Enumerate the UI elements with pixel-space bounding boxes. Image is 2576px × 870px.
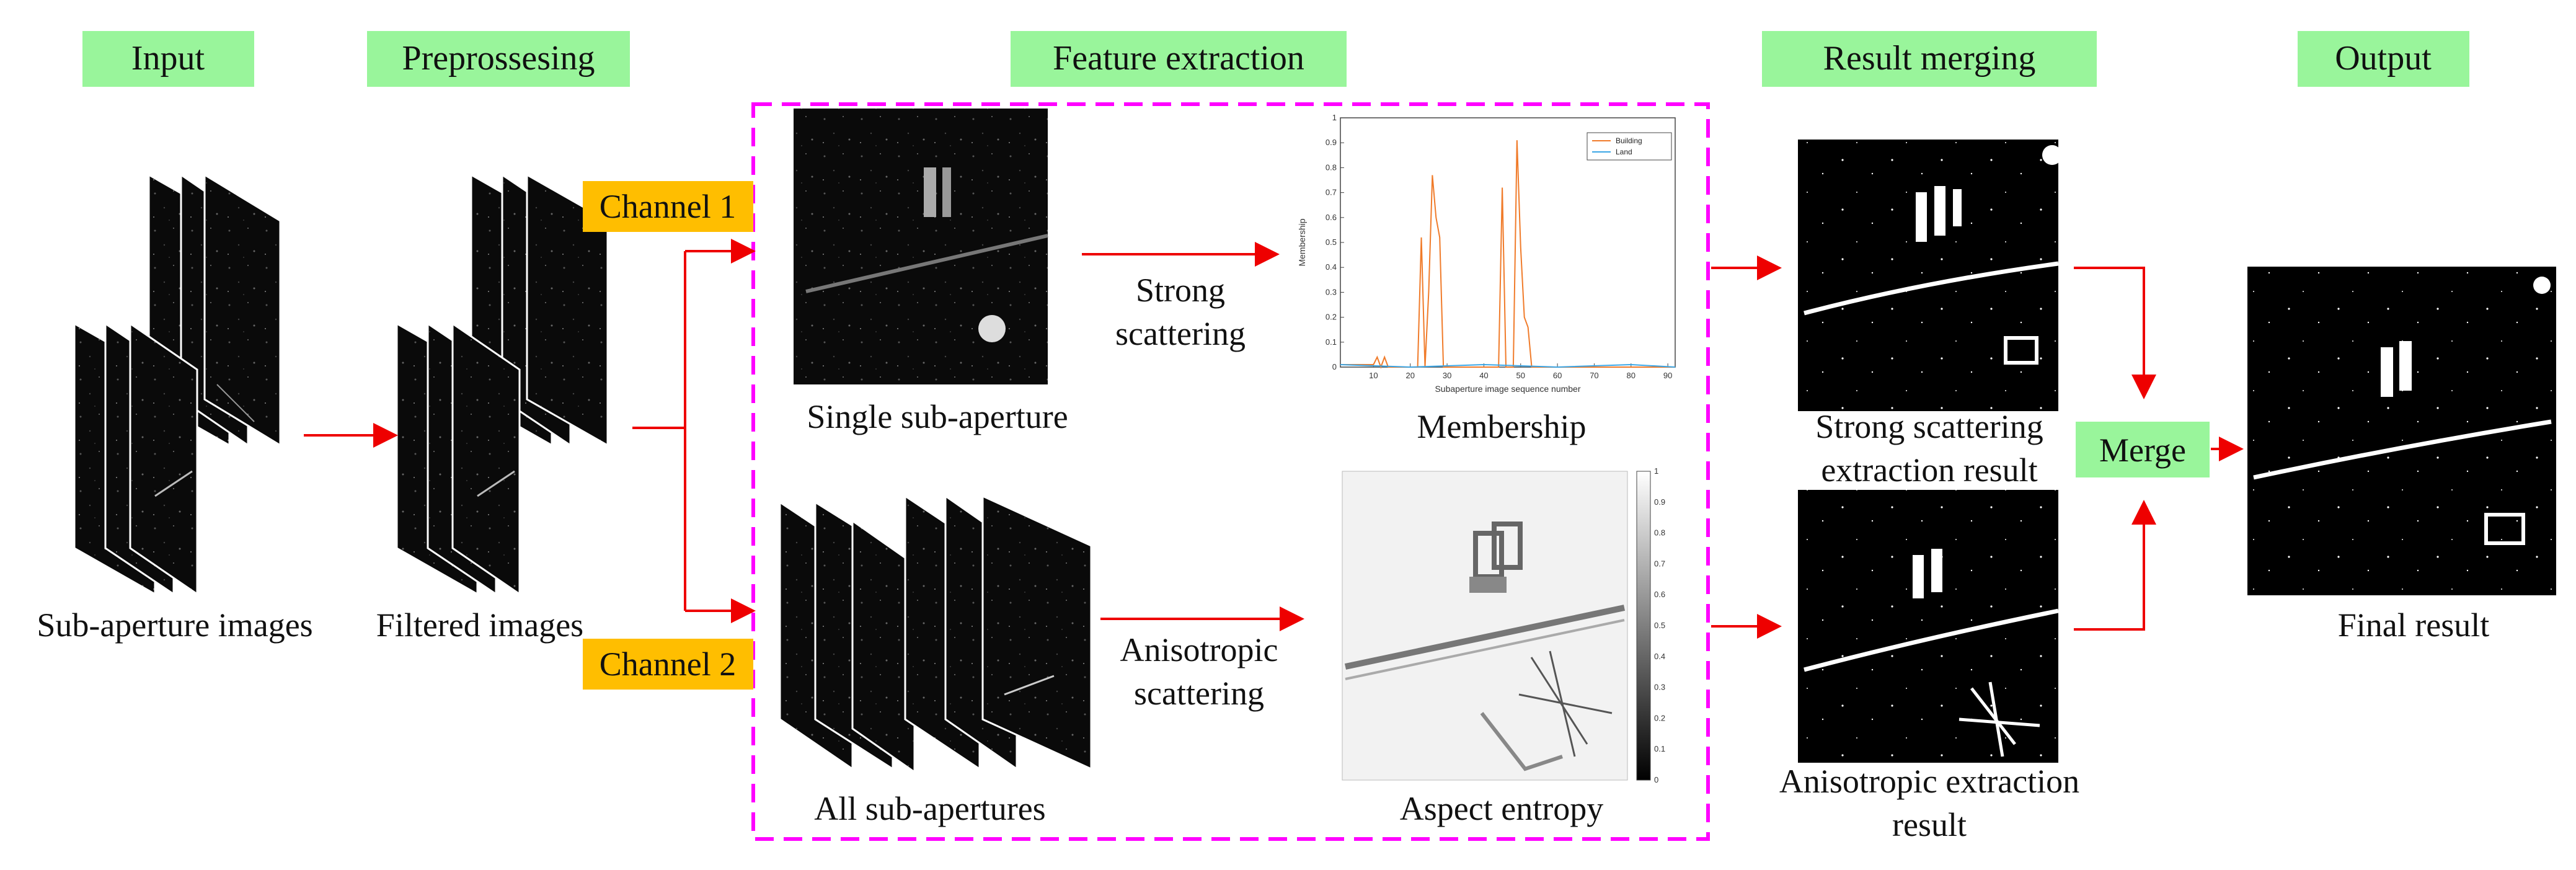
x-tick-label: 30 <box>1443 371 1451 380</box>
channel-tag-bg <box>583 181 753 232</box>
y-tick-label: 0 <box>1332 362 1337 371</box>
stage-header-feature-extraction: Feature extraction <box>1011 31 1347 87</box>
arrow-strong-to-merge <box>2074 267 2156 399</box>
channel-1-label: Channel 1 <box>600 188 736 225</box>
caption-aniso-result-line1: Anisotropic extraction <box>1779 763 2079 800</box>
colorbar-tick-label: 0.4 <box>1654 652 1665 661</box>
chart-x-axis-label: Subaperture image sequence number <box>1435 384 1580 394</box>
single-sub-aperture-image <box>794 109 1048 384</box>
stage-header-input: Input <box>82 31 254 87</box>
chart-legend: Building Land <box>1587 132 1672 161</box>
caption-single-sub-aperture: Single sub-aperture <box>807 398 1068 435</box>
y-tick-label: 0.2 <box>1326 313 1337 322</box>
series-line-land <box>1340 363 1676 368</box>
stage-label-preprocessing: Preprossesing <box>402 39 595 78</box>
y-tick-label: 0.1 <box>1326 337 1337 347</box>
stage-label-input: Input <box>131 39 205 78</box>
stage-header-result-merging: Result merging <box>1762 31 2097 87</box>
stage-header-bg <box>82 31 254 87</box>
stage-header-output: Output <box>2298 31 2469 87</box>
y-tick-label: 0.5 <box>1326 237 1337 247</box>
x-tick-label: 20 <box>1406 371 1415 380</box>
x-tick-label: 40 <box>1479 371 1488 380</box>
colorbar-tick-label: 0.7 <box>1654 559 1665 568</box>
series-line-building <box>1340 140 1675 369</box>
anisotropic-scattering-label-line1: Anisotropic <box>1120 631 1278 668</box>
legend-label-land: Land <box>1616 148 1632 156</box>
x-tick-label: 10 <box>1369 371 1378 380</box>
chart-y-ticks: 0 0.1 0.2 0.3 0.4 0.5 0.6 0.7 0.8 0.9 1 <box>1326 113 1344 371</box>
merge-node-bg <box>2076 422 2210 477</box>
feature-extraction-border <box>751 102 1710 841</box>
channel-1-tag: Channel 1 <box>583 181 753 232</box>
legend-label-building: Building <box>1616 136 1642 145</box>
chart-series <box>1340 140 1676 369</box>
merge-label: Merge <box>2099 432 2186 469</box>
x-tick-label: 60 <box>1553 371 1562 380</box>
x-tick-label: 90 <box>1663 371 1672 380</box>
channel-2-label: Channel 2 <box>600 646 736 683</box>
stage-label-feature-extraction: Feature extraction <box>1053 39 1304 78</box>
strong-scattering-result-image <box>1798 140 2062 411</box>
y-tick-label: 0.6 <box>1326 213 1337 222</box>
channel-2-tag: Channel 2 <box>583 639 753 690</box>
caption-aspect-entropy: Aspect entropy <box>1400 790 1603 827</box>
colorbar-tick-label: 1 <box>1654 466 1658 476</box>
chart-y-axis-label: Membership <box>1297 218 1307 266</box>
stage-header-bg <box>1762 31 2097 87</box>
stage-header-bg <box>2298 31 2469 87</box>
sub-aperture-image-stack <box>73 173 281 596</box>
aspect-entropy-image: 1 0.9 0.8 0.7 0.6 0.5 0.4 0.3 0.2 0.1 0 <box>1342 466 1665 784</box>
colorbar-tick-label: 0.8 <box>1654 528 1665 538</box>
y-tick-label: 1 <box>1332 113 1337 122</box>
y-tick-label: 0.3 <box>1326 287 1337 296</box>
channel-tag-bg <box>583 639 753 690</box>
caption-filtered-images: Filtered images <box>376 606 583 644</box>
x-tick-label: 80 <box>1627 371 1635 380</box>
stage-label-output: Output <box>2335 39 2432 78</box>
all-sub-apertures-stack <box>779 494 1092 774</box>
caption-all-sub-apertures: All sub-apertures <box>814 790 1045 827</box>
colorbar-ticks: 1 0.9 0.8 0.7 0.6 0.5 0.4 0.3 0.2 0.1 0 <box>1654 466 1665 784</box>
x-tick-label: 70 <box>1590 371 1598 380</box>
colorbar-tick-label: 0 <box>1654 775 1658 784</box>
arrow-aniso-to-merge <box>2074 500 2156 631</box>
caption-sub-aperture-images: Sub-aperture images <box>37 606 312 644</box>
colorbar-tick-label: 0.1 <box>1654 744 1665 753</box>
colorbar-tick-label: 0.6 <box>1654 590 1665 599</box>
y-tick-label: 0.4 <box>1326 262 1337 272</box>
membership-chart: 0 0.1 0.2 0.3 0.4 0.5 0.6 0.7 0.8 0.9 1 10 20 30 40 50… <box>1297 113 1676 394</box>
stage-header-bg <box>367 31 630 87</box>
colorbar-tick-label: 0.9 <box>1654 497 1665 507</box>
stage-label-result-merging: Result merging <box>1823 39 2036 78</box>
caption-aniso-result-line2: result <box>1892 806 1967 843</box>
colorbar-tick-label: 0.3 <box>1654 683 1665 692</box>
strong-scattering-label-line1: Strong <box>1136 272 1225 309</box>
y-tick-label: 0.7 <box>1326 188 1337 197</box>
flow-arrows <box>304 239 2244 639</box>
anisotropic-scattering-label-line2: scattering <box>1134 675 1264 712</box>
stage-header-bg <box>1011 31 1347 87</box>
colorbar-tick-label: 0.5 <box>1654 621 1665 630</box>
final-result-image <box>2247 267 2556 595</box>
caption-strong-result-line1: Strong scattering <box>1815 408 2043 445</box>
x-tick-label: 50 <box>1516 371 1525 380</box>
y-tick-label: 0.9 <box>1326 138 1337 147</box>
merge-node: Merge <box>2076 422 2210 477</box>
stage-header-preprocessing: Preprossesing <box>367 31 630 87</box>
caption-final-result: Final result <box>2338 606 2489 644</box>
aspect-entropy-colorbar <box>1636 471 1651 781</box>
caption-strong-result-line2: extraction result <box>1821 451 2037 489</box>
y-tick-label: 0.8 <box>1326 162 1337 172</box>
caption-membership: Membership <box>1417 408 1587 445</box>
anisotropic-result-image <box>1798 490 2059 763</box>
colorbar-tick-label: 0.2 <box>1654 713 1665 722</box>
filtered-image-stack <box>396 173 609 596</box>
strong-scattering-label-line2: scattering <box>1115 315 1246 352</box>
